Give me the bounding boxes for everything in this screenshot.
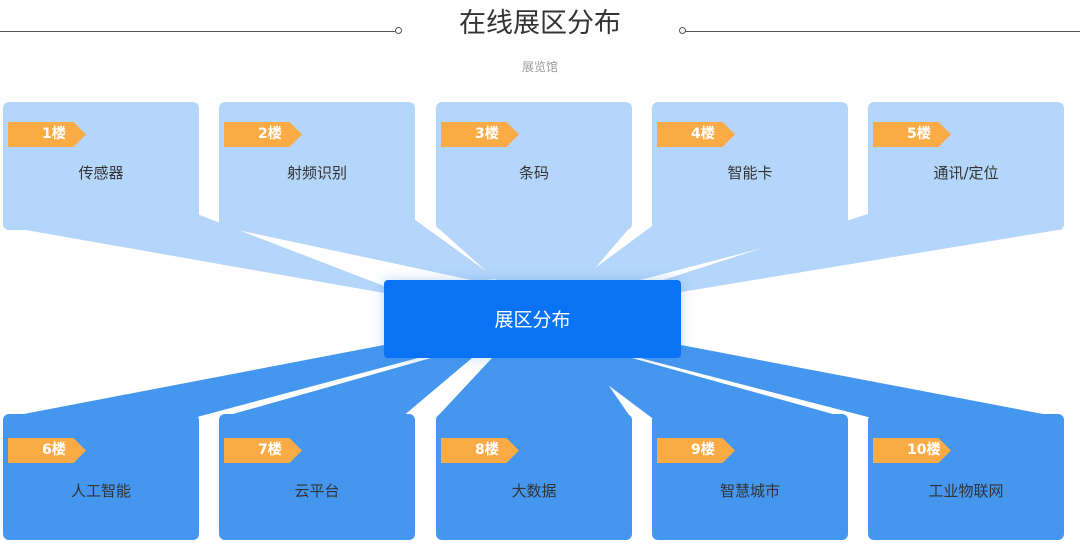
hall-label: 智能卡 [727, 164, 773, 182]
header-dot-left [395, 27, 402, 34]
hall-card-floor-5[interactable]: 5楼 通讯/定位 [868, 102, 1064, 230]
floor-tag: 4楼 [657, 122, 735, 147]
center-hub-button[interactable]: 展区分布 [384, 280, 681, 358]
header-dot-right [679, 27, 686, 34]
hall-label: 人工智能 [70, 482, 131, 500]
hall-card-floor-10[interactable]: 10楼 工业物联网 [868, 414, 1064, 540]
hall-label: 大数据 [511, 482, 557, 500]
connector-bottom-2 [219, 358, 472, 418]
hall-card-floor-9[interactable]: 9楼 智慧城市 [652, 414, 848, 540]
floor-tag: 6楼 [8, 438, 86, 463]
connector-bottom-4 [572, 358, 847, 418]
hall-label: 条码 [518, 164, 549, 182]
connector-top-5 [660, 214, 1064, 292]
hall-card-floor-3[interactable]: 3楼 条码 [436, 102, 632, 230]
connector-top-2 [219, 214, 497, 281]
floor-tag: 9楼 [657, 438, 735, 463]
hall-label: 通讯/定位 [933, 164, 999, 182]
hall-card-floor-7[interactable]: 7楼 云平台 [219, 414, 415, 540]
hall-card-floor-2[interactable]: 2楼 射频识别 [219, 102, 415, 230]
header-divider-right [685, 31, 1080, 32]
floor-tag: 3楼 [441, 122, 519, 147]
connector-bottom-3 [436, 358, 631, 418]
connector-top-4 [579, 226, 847, 280]
floor-tag: 8楼 [441, 438, 519, 463]
page-subtitle: 展览馆 [521, 60, 558, 74]
hall-label: 射频识别 [286, 164, 347, 182]
floor-tag: 2楼 [224, 122, 302, 147]
hall-label: 传感器 [78, 164, 124, 182]
floor-tag: 7楼 [224, 438, 302, 463]
floor-tag: 1楼 [8, 122, 86, 147]
connector-bottom-5 [640, 345, 1064, 418]
floor-tag: 5楼 [873, 122, 951, 147]
header-divider-left [0, 31, 395, 32]
connector-bottom-1 [3, 345, 418, 418]
page-title: 在线展区分布 [459, 8, 621, 39]
hall-label: 云平台 [294, 482, 340, 500]
connector-top-1 [3, 214, 397, 293]
hall-card-floor-1[interactable]: 1楼 传感器 [3, 102, 199, 230]
hall-card-floor-4[interactable]: 4楼 智能卡 [652, 102, 848, 230]
hall-label: 工业物联网 [928, 482, 1004, 500]
hall-card-floor-6[interactable]: 6楼 人工智能 [3, 414, 199, 540]
connector-top-3 [436, 226, 631, 280]
hall-card-floor-8[interactable]: 8楼 大数据 [436, 414, 632, 540]
hall-label: 智慧城市 [719, 482, 780, 500]
floor-tag: 10楼 [873, 438, 951, 463]
